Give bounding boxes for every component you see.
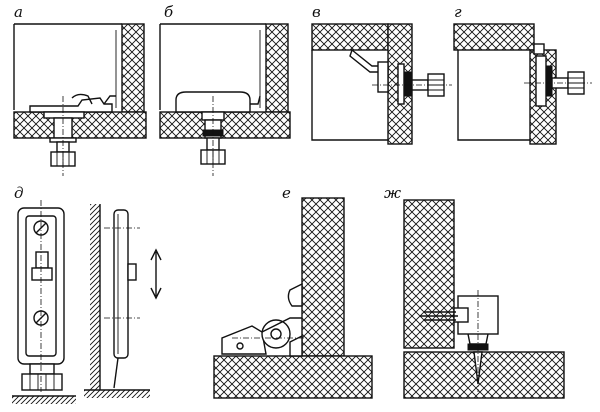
panel-a: а — [13, 3, 147, 176]
panel-v: в — [311, 3, 452, 145]
panel-e: е — [213, 184, 373, 399]
panel-d-side-catch — [127, 263, 137, 281]
panel-d-label: д — [14, 184, 24, 202]
panel-b-label: б — [164, 3, 174, 21]
panel-e-label: е — [282, 184, 291, 202]
panel-b: б — [159, 3, 291, 176]
panel-e-vertical-panel — [301, 197, 345, 357]
panel-zh-box-clip — [453, 307, 469, 323]
panel-g: г — [453, 3, 592, 145]
panel-d-floor-hatch — [12, 396, 76, 404]
panel-g-top-clip — [533, 43, 545, 55]
panel-d-side-axes — [104, 227, 140, 319]
panel-d-latch-plate-side — [113, 209, 129, 359]
panel-e-lower-bracket — [289, 334, 303, 357]
panel-b-floor-panel — [159, 111, 291, 139]
panel-e-floor-panel — [213, 355, 373, 399]
panel-e-wall-bracket — [287, 282, 303, 307]
panel-a-label: а — [14, 3, 23, 21]
panel-g-lock-nut — [545, 65, 553, 97]
panel-d-side-stem — [113, 357, 119, 389]
panel-d-catch — [35, 251, 49, 269]
panel-a-nut-plate — [43, 111, 85, 119]
panel-d: д — [12, 184, 162, 404]
panel-a-hinge-plate — [29, 97, 113, 113]
panel-d-foot-ridges — [29, 374, 55, 390]
panel-d-catch-base — [31, 267, 53, 281]
panel-d-foot-neck — [29, 363, 55, 375]
panel-v-top-panel — [311, 23, 389, 51]
panel-g-label: г — [454, 3, 462, 21]
panel-d-wall-hatch — [90, 204, 100, 390]
panel-zh-vertical-panel — [403, 199, 455, 349]
panel-zh: ж — [384, 184, 565, 399]
panel-zh-label: ж — [384, 184, 401, 202]
panel-zh-pin — [420, 311, 458, 321]
panel-b-vertical-wall — [265, 23, 289, 113]
panel-d-side-floor-hatch — [84, 390, 150, 398]
panel-g-bracket-plate — [535, 55, 547, 107]
panel-g-door-outline — [457, 50, 530, 141]
panel-v-washer — [397, 63, 405, 105]
panel-zh-floor-panel — [403, 351, 565, 399]
panel-e-roller-arm — [261, 317, 302, 333]
panel-e-hinge-pin — [236, 342, 244, 350]
panel-v-bracket-plate — [377, 61, 389, 93]
panel-g-top-panel — [453, 23, 535, 51]
panel-a-hinge-arm — [103, 95, 116, 105]
panel-e-roller-axle — [270, 328, 282, 340]
panel-d-arrow-heads — [150, 248, 162, 300]
panel-v-door-outline — [311, 50, 388, 141]
panel-d-foot — [21, 373, 63, 391]
panel-a-vertical-wall — [121, 23, 145, 113]
panel-a-hinge-knuckle — [71, 93, 93, 105]
panel-b-hinge-arm — [250, 95, 261, 105]
panel-v-label: в — [312, 3, 321, 21]
panel-e-hinge-base — [221, 325, 267, 355]
panel-v-lock-nut — [403, 71, 413, 97]
